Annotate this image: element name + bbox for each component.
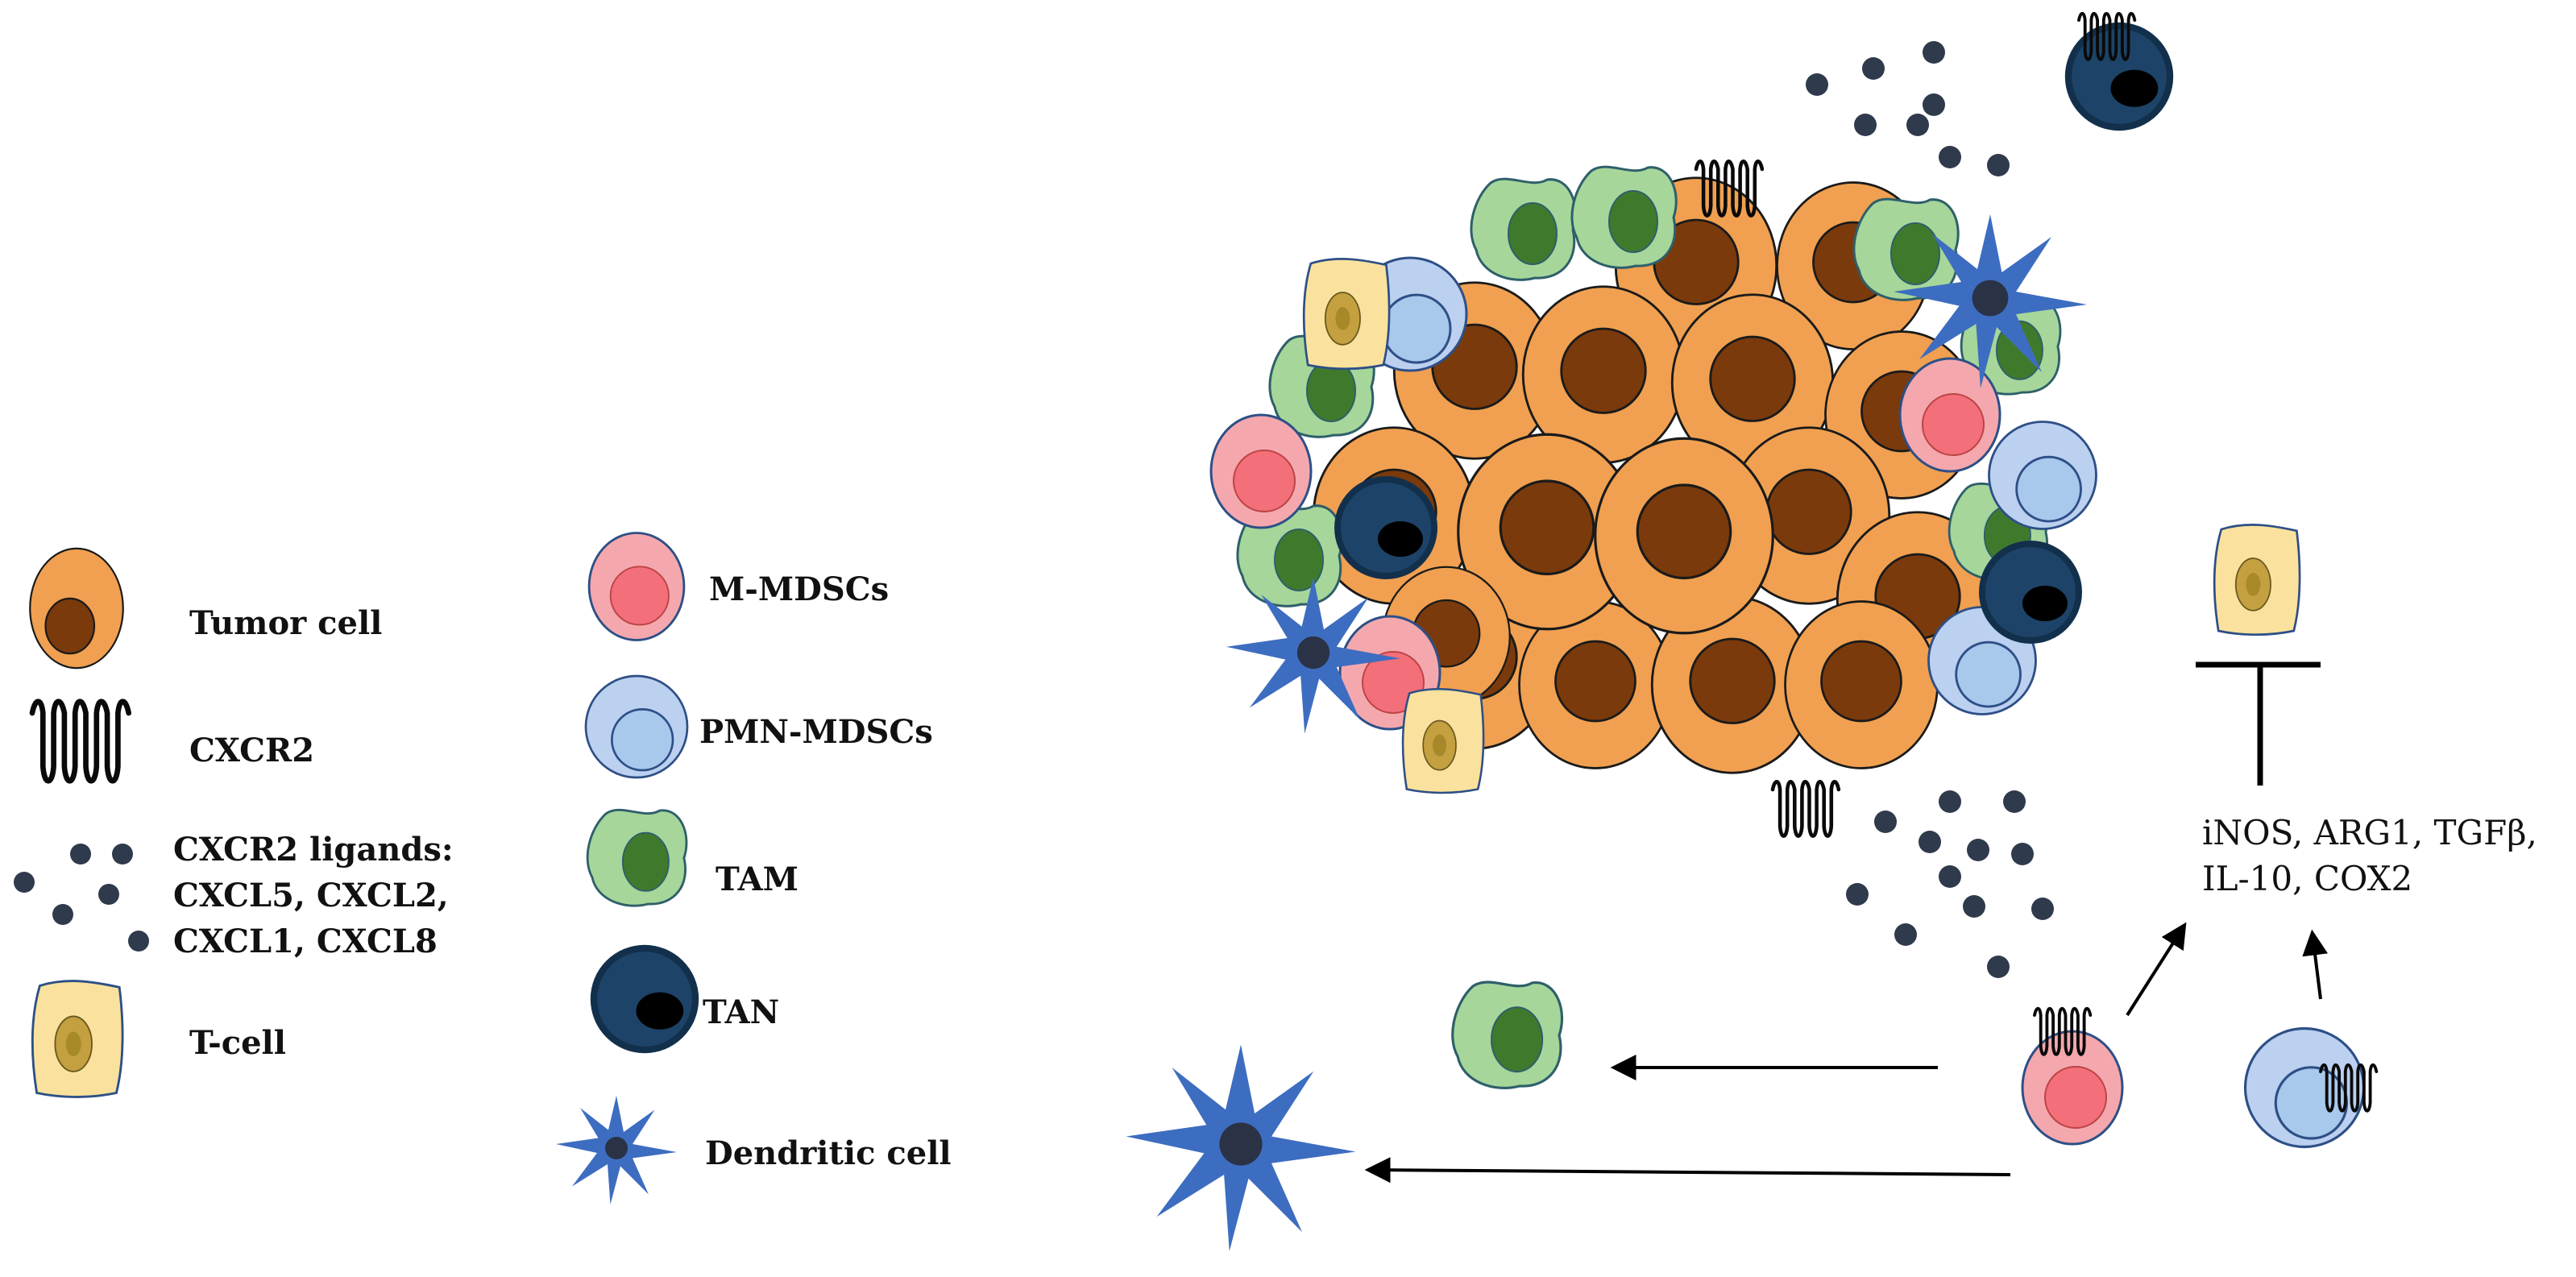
pmn-mdsc-icon	[584, 674, 689, 779]
bottom-dendritic-cell	[1126, 1044, 1356, 1251]
pmn-mdsc-with-cxcr2	[2243, 1026, 2379, 1149]
legend-tam: TAM	[716, 860, 799, 898]
legend: Tumor cell CXCR2 CXCR2 ligands: CXCL5, C…	[14, 532, 952, 1204]
legend-dendritic-cell: Dendritic cell	[705, 1134, 952, 1172]
legend-ligands-line2: CXCL5, CXCL2,	[173, 877, 449, 914]
legend-tumor-cell: Tumor cell	[189, 604, 382, 642]
tan-icon	[590, 944, 699, 1054]
legend-t-cell: T-cell	[189, 1024, 286, 1062]
m-mdsc-icon	[587, 532, 686, 641]
cxcr2-receptor-icon	[32, 702, 129, 782]
m-mdsc-with-cxcr2	[2021, 1006, 2124, 1146]
tumor-cell-icon	[29, 547, 124, 670]
t-cell-icon	[31, 980, 124, 1098]
ligand-dots-upper	[1806, 41, 2010, 176]
suppressive-factors-line2: IL-10, COX2	[2202, 859, 2412, 898]
legend-pmn-mdsc: PMN-MDSCs	[699, 713, 933, 751]
suppressive-factors-line1: iNOS, ARG1, TGFβ,	[2202, 813, 2537, 852]
bottom-tam	[1451, 981, 1564, 1090]
dendritic-cell-icon	[556, 1096, 677, 1204]
legend-m-mdsc: M-MDSCs	[709, 570, 889, 608]
legend-ligands-line3: CXCL1, CXCL8	[173, 923, 438, 960]
legend-cxcr2: CXCR2	[189, 732, 314, 769]
ligand-dots-icon	[14, 844, 149, 952]
tan-with-cxcr2	[2064, 11, 2174, 131]
inhibited-t-cell	[2213, 524, 2301, 636]
legend-tan: TAN	[703, 993, 779, 1031]
ligand-dots-lower	[1846, 790, 2054, 978]
arrows	[1364, 922, 2329, 1184]
tumor-mass	[1209, 161, 2097, 835]
tam-icon	[586, 808, 688, 907]
legend-ligands-line1: CXCR2 ligands:	[173, 831, 454, 869]
inhibition-symbol	[2196, 661, 2321, 786]
